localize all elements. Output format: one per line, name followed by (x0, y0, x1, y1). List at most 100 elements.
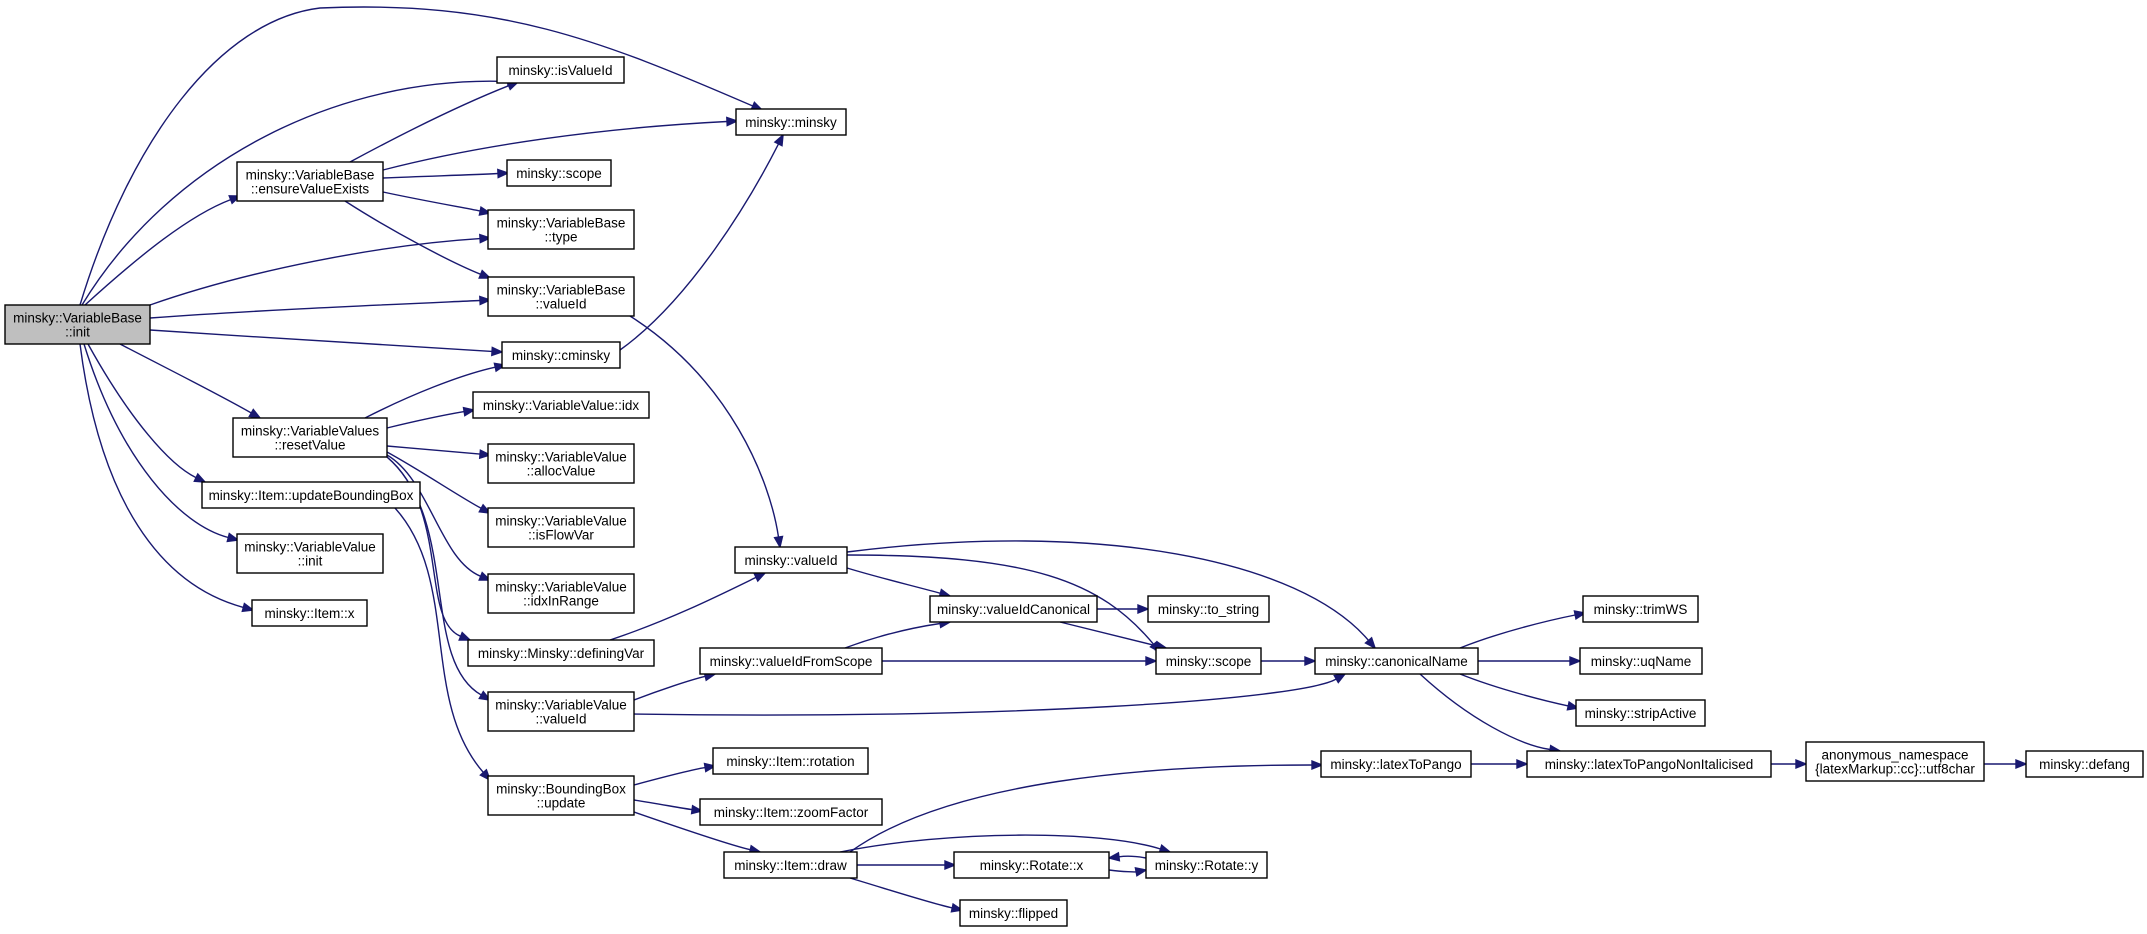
call-edge (149, 295, 492, 319)
function-node[interactable]: minsky::valueIdFromScope (699, 647, 883, 675)
function-node[interactable]: minsky::canonicalName (1314, 647, 1479, 675)
call-edge (1108, 867, 1148, 877)
call-edge (344, 200, 492, 279)
call-edge (79, 343, 255, 613)
function-node-label: anonymous_namespace (1821, 748, 1968, 763)
function-node[interactable]: minsky::BoundingBox::update (487, 775, 635, 816)
function-node-label: minsky::VariableBase (246, 168, 375, 183)
function-node-label: minsky::Item::zoomFactor (714, 805, 869, 820)
function-nodes: minsky::VariableBase::initminsky::Variab… (4, 56, 2144, 927)
function-node[interactable]: minsky::valueIdCanonical (929, 595, 1098, 623)
call-edge (633, 762, 717, 786)
function-node[interactable]: minsky::VariableValue::valueId (487, 691, 635, 732)
function-node[interactable]: minsky::scope (506, 159, 612, 187)
function-node[interactable]: minsky::Item::rotation (712, 747, 869, 775)
function-node[interactable]: minsky::uqName (1579, 647, 1703, 675)
function-node-label: minsky::VariableValue (495, 580, 627, 595)
function-node[interactable]: minsky::Minsky::definingVar (467, 639, 655, 667)
function-node-label: minsky::VariableValue::idx (483, 398, 640, 413)
function-node-label: ::allocValue (527, 464, 596, 479)
function-node[interactable]: minsky::Item::x (251, 599, 368, 627)
function-node-label: minsky::cminsky (512, 348, 611, 363)
function-node-label: ::ensureValueExists (251, 182, 370, 197)
function-node-label: minsky::Item::x (264, 606, 354, 621)
call-edge (119, 343, 262, 419)
call-edge (1096, 603, 1150, 615)
call-edge (1419, 673, 1562, 755)
call-edge (1459, 610, 1587, 649)
function-node-label: minsky::defang (2039, 757, 2130, 772)
function-node[interactable]: minsky::VariableValue::init (236, 533, 384, 574)
function-node-label: ::update (537, 796, 586, 811)
function-node[interactable]: minsky::VariableValue::allocValue (487, 443, 635, 484)
function-node[interactable]: minsky::to_string (1147, 595, 1270, 623)
function-node-label: minsky::VariableBase (497, 283, 626, 298)
function-node[interactable]: minsky::Rotate::y (1145, 851, 1268, 879)
call-edge (386, 454, 492, 581)
function-node[interactable]: minsky::defang (2025, 750, 2144, 778)
function-node[interactable]: minsky::isValueId (496, 56, 625, 84)
function-node-label: minsky::VariableValue (244, 540, 376, 555)
call-edge (1261, 655, 1317, 667)
function-node[interactable]: minsky::scope (1155, 647, 1262, 675)
function-node[interactable]: minsky::Item::zoomFactor (699, 798, 883, 826)
function-node-label: minsky::minsky (745, 115, 837, 130)
function-node[interactable]: minsky::VariableBase::ensureValueExists (236, 161, 384, 202)
function-node[interactable]: minsky::VariableBase::valueId (487, 276, 635, 317)
call-edges (79, 6, 2028, 913)
function-node-label: minsky::Item::draw (734, 858, 847, 873)
function-node[interactable]: minsky::VariableValues::resetValue (232, 417, 388, 458)
call-edge (1471, 758, 1529, 770)
function-node-label: minsky::latexToPango (1330, 757, 1461, 772)
function-node-label: minsky::VariableBase (497, 216, 626, 231)
function-node[interactable]: minsky::VariableValue::idx (472, 391, 650, 419)
call-edge (629, 315, 784, 549)
function-node[interactable]: minsky::latexToPangoNonItalicised (1526, 750, 1772, 778)
call-edge (1984, 758, 2028, 770)
call-edge (349, 81, 520, 163)
function-node-label: minsky::Item::rotation (726, 754, 854, 769)
call-edge (619, 133, 784, 351)
function-node[interactable]: minsky::cminsky (501, 341, 621, 369)
call-edge (633, 673, 1347, 716)
function-node-label: minsky::valueIdCanonical (937, 602, 1090, 617)
function-node[interactable]: minsky::Rotate::x (953, 851, 1110, 879)
call-edge (84, 195, 242, 306)
call-edge (149, 233, 492, 306)
function-node-label: ::valueId (535, 712, 586, 727)
call-edge (844, 618, 952, 649)
function-node-label: ::resetValue (274, 438, 345, 453)
function-node-label: minsky::scope (516, 166, 602, 181)
call-edge (849, 877, 964, 913)
function-node[interactable]: minsky::Item::draw (723, 851, 858, 879)
function-node[interactable]: minsky::Item::updateBoundingBox (201, 481, 421, 509)
call-edge (856, 859, 957, 871)
function-node[interactable]: minsky::valueId (734, 546, 848, 574)
function-node-label: minsky::valueIdFromScope (710, 654, 873, 669)
function-node[interactable]: minsky::trimWS (1582, 595, 1699, 623)
function-node-label: minsky::flipped (969, 906, 1058, 921)
function-node[interactable]: minsky::stripActive (1575, 699, 1706, 727)
call-edge (386, 445, 492, 460)
function-node[interactable]: minsky::VariableValue::isFlowVar (487, 507, 635, 548)
function-node-label: minsky::latexToPangoNonItalicised (1545, 757, 1754, 772)
function-node[interactable]: minsky::VariableBase::type (487, 209, 635, 250)
function-node-label: minsky::Item::updateBoundingBox (209, 488, 414, 503)
call-edge (849, 759, 1324, 853)
function-node[interactable]: minsky::VariableBase::init (4, 304, 151, 345)
function-node-label: minsky::VariableValue (495, 514, 627, 529)
function-node[interactable]: minsky::latexToPango (1320, 750, 1472, 778)
function-node[interactable]: minsky::flipped (959, 899, 1068, 927)
call-edge (1478, 655, 1582, 667)
function-node-label: ::init (298, 554, 323, 569)
function-node[interactable]: minsky::VariableValue::idxInRange (487, 573, 635, 614)
call-edge (1459, 673, 1580, 711)
function-node-label: minsky::VariableBase (13, 311, 142, 326)
function-node[interactable]: minsky::minsky (735, 108, 847, 136)
function-node[interactable]: anonymous_namespace{latexMarkup::cc}::ut… (1805, 741, 1985, 782)
function-node-label: ::valueId (535, 297, 586, 312)
call-edge (83, 343, 240, 543)
function-node-label: minsky::Rotate::x (980, 858, 1084, 873)
function-node-label: minsky::uqName (1591, 654, 1692, 669)
